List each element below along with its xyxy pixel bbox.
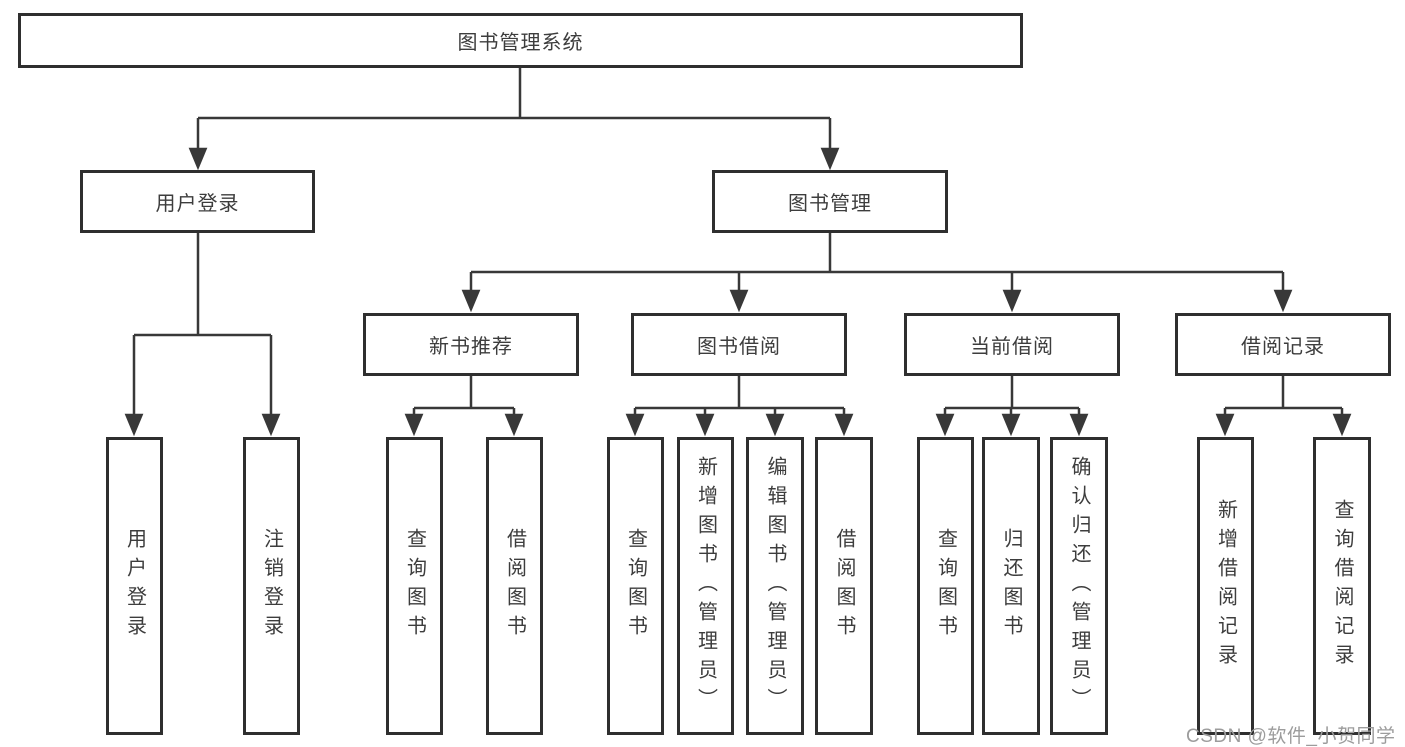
node-leaf-cb-query-books: 查询图书 xyxy=(917,437,974,735)
node-library-system-label: 图书管理系统 xyxy=(457,32,584,54)
node-leaf-cb-confirm-return-admin-label: 确认归还（管理员） xyxy=(1068,455,1090,717)
node-library-system: 图书管理系统 xyxy=(18,13,1023,68)
node-book-borrowing-label: 图书借阅 xyxy=(697,336,781,358)
node-leaf-logout-label: 注销登录 xyxy=(260,528,283,644)
node-leaf-bb-borrow-books-label: 借阅图书 xyxy=(833,528,855,644)
node-leaf-user-login-action-label: 用户登录 xyxy=(123,528,146,644)
node-leaf-cb-return-books-label: 归还图书 xyxy=(1000,528,1022,644)
node-leaf-br-query-record-label: 查询借阅记录 xyxy=(1331,499,1353,673)
node-book-management: 图书管理 xyxy=(712,170,948,233)
node-leaf-bb-query-books: 查询图书 xyxy=(607,437,664,735)
node-leaf-cb-confirm-return-admin: 确认归还（管理员） xyxy=(1050,437,1108,735)
node-leaf-logout: 注销登录 xyxy=(243,437,300,735)
node-user-login-label: 用户登录 xyxy=(155,193,240,215)
node-current-borrowing: 当前借阅 xyxy=(904,313,1120,376)
node-leaf-user-login-action: 用户登录 xyxy=(106,437,163,735)
node-leaf-nb-query-books: 查询图书 xyxy=(386,437,443,735)
node-book-borrowing: 图书借阅 xyxy=(631,313,847,376)
node-leaf-br-query-record: 查询借阅记录 xyxy=(1313,437,1371,735)
csdn-watermark: CSDN @软件_小贺同学 xyxy=(1186,726,1396,747)
node-leaf-nb-borrow-books: 借阅图书 xyxy=(486,437,543,735)
node-leaf-bb-edit-books-admin-label: 编辑图书（管理员） xyxy=(764,455,786,717)
node-leaf-bb-edit-books-admin: 编辑图书（管理员） xyxy=(746,437,804,735)
node-leaf-bb-add-books-admin-label: 新增图书（管理员） xyxy=(694,455,717,717)
node-leaf-nb-query-books-label: 查询图书 xyxy=(403,528,426,644)
node-leaf-nb-borrow-books-label: 借阅图书 xyxy=(503,528,526,644)
node-new-book-recommend: 新书推荐 xyxy=(363,313,579,376)
node-leaf-br-add-record-label: 新增借阅记录 xyxy=(1214,499,1237,673)
node-book-management-label: 图书管理 xyxy=(788,193,872,215)
node-user-login: 用户登录 xyxy=(80,170,315,233)
node-leaf-bb-query-books-label: 查询图书 xyxy=(624,528,647,644)
node-leaf-bb-borrow-books: 借阅图书 xyxy=(815,437,873,735)
node-leaf-bb-add-books-admin: 新增图书（管理员） xyxy=(677,437,734,735)
node-current-borrowing-label: 当前借阅 xyxy=(970,336,1054,358)
node-borrowing-records: 借阅记录 xyxy=(1175,313,1391,376)
node-leaf-cb-return-books: 归还图书 xyxy=(982,437,1040,735)
node-borrowing-records-label: 借阅记录 xyxy=(1241,336,1325,358)
node-leaf-br-add-record: 新增借阅记录 xyxy=(1197,437,1254,735)
node-new-book-recommend-label: 新书推荐 xyxy=(429,336,513,358)
node-leaf-cb-query-books-label: 查询图书 xyxy=(934,528,957,644)
